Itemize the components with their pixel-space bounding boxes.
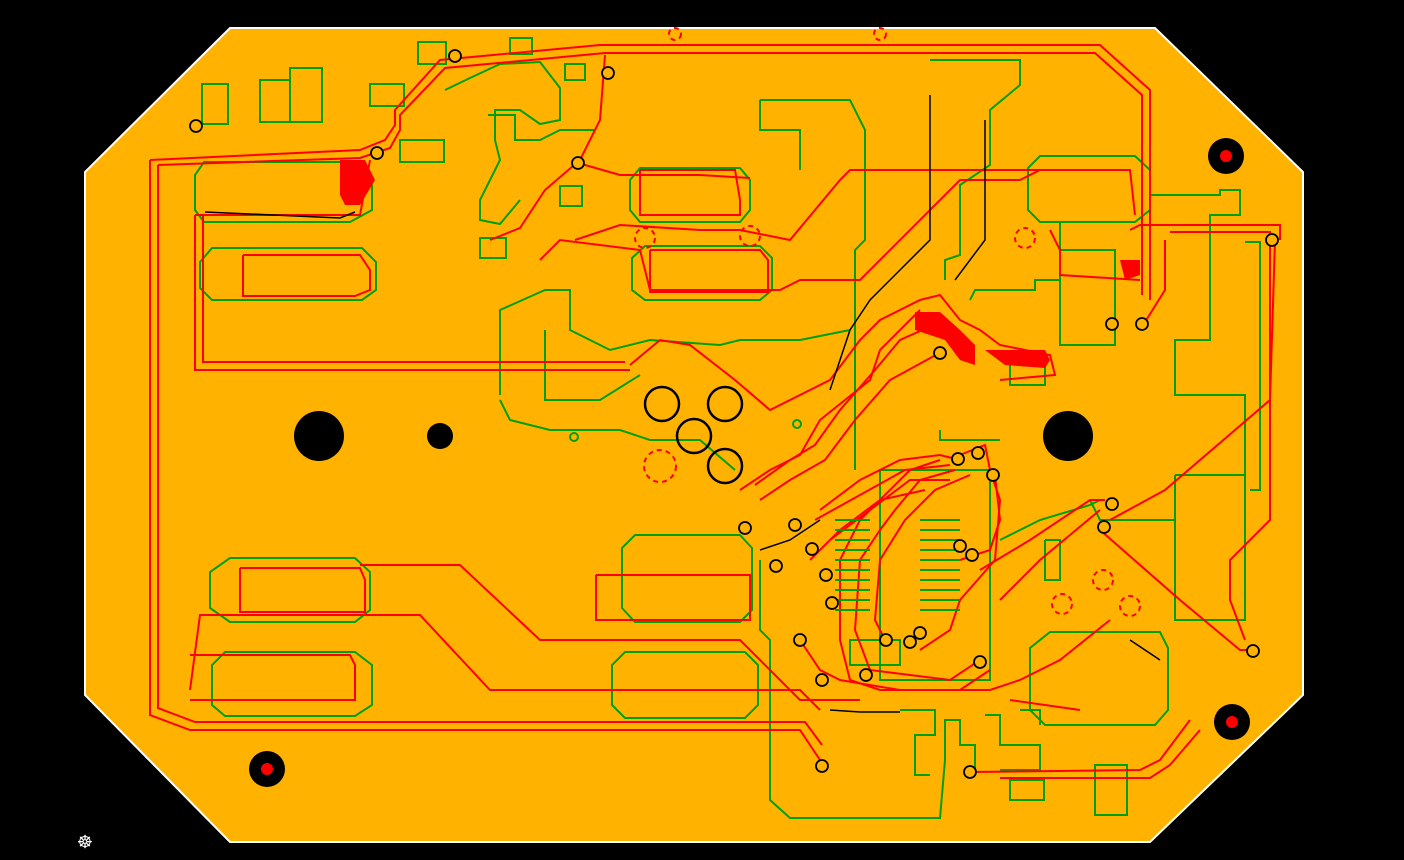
bottom-copper-layer <box>194 37 1261 819</box>
origin-marker-icon: ☸ <box>76 832 94 853</box>
thermal-reliefs <box>634 27 1141 617</box>
top-copper-layer <box>149 44 1281 779</box>
plated-holes <box>249 138 1250 787</box>
vias <box>189 49 1279 779</box>
large-pads <box>643 385 744 485</box>
board-outline <box>84 27 1304 843</box>
ic-footprint <box>835 519 960 611</box>
overlap-traces <box>204 95 1161 713</box>
mounting-holes <box>294 411 1093 461</box>
copper-fills <box>340 160 1140 368</box>
